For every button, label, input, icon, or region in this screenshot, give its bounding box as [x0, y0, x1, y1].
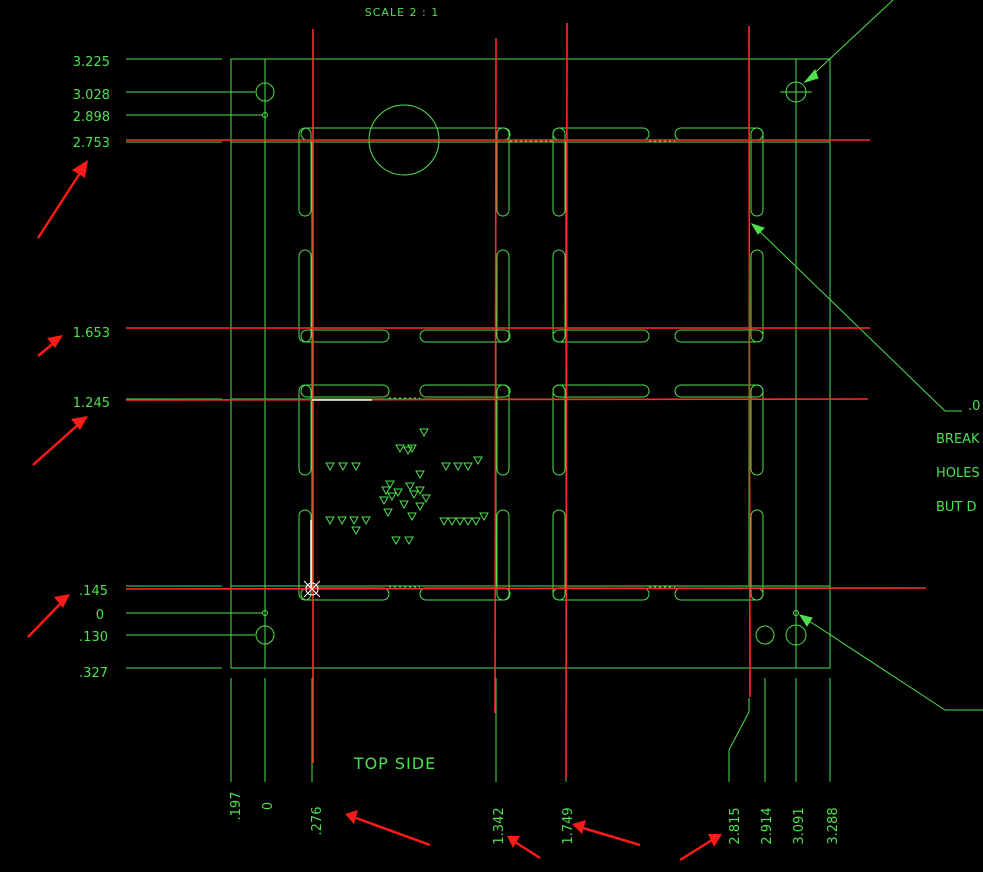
- marker-triangle: [361, 516, 371, 526]
- view-label: TOP SIDE: [353, 754, 436, 773]
- x-dim-label: 2.914: [760, 807, 775, 844]
- note-line: HOLES: [936, 466, 980, 481]
- y-dim-label: .130: [79, 630, 108, 645]
- panel-geometry: [126, 0, 983, 782]
- marker-triangle: [407, 512, 417, 522]
- marker-triangle: [415, 486, 425, 496]
- annotation-arrows: [27, 160, 722, 862]
- y-dim-label: 2.753: [73, 136, 110, 151]
- marker-triangle: [403, 446, 413, 456]
- marker-triangle: [349, 516, 359, 526]
- marker-triangle: [395, 444, 405, 454]
- marker-triangle: [455, 517, 465, 527]
- note-line: BREAK: [936, 432, 980, 447]
- marker-triangle: [387, 492, 397, 502]
- marker-triangle: [385, 480, 395, 490]
- y-dim-label: 3.028: [73, 88, 110, 103]
- note-line: .0: [968, 399, 980, 414]
- marker-triangle: [463, 462, 473, 472]
- y-dim-label: 1.245: [73, 396, 110, 411]
- marker-triangle: [379, 496, 389, 506]
- component-markers: [325, 428, 489, 546]
- marker-triangle: [463, 517, 473, 527]
- y-dim-label: 1.653: [73, 326, 110, 341]
- marker-triangle: [415, 470, 425, 480]
- marker-triangle: [473, 456, 483, 466]
- marker-triangle: [325, 462, 335, 472]
- marker-triangle: [421, 494, 431, 504]
- y-dim-label: 2.898: [73, 110, 110, 125]
- x-dim-label: 0: [261, 802, 276, 810]
- y-dim-label: .145: [79, 584, 108, 599]
- y-dim-label: .327: [79, 666, 108, 681]
- marker-triangle: [325, 516, 335, 526]
- marker-triangle: [439, 517, 449, 527]
- marker-triangle: [399, 500, 409, 510]
- x-dim-label: 3.091: [792, 807, 807, 844]
- highlight-lines: [125, 22, 927, 779]
- y-dim-label: 3.225: [73, 55, 110, 70]
- marker-triangle: [447, 517, 457, 527]
- marker-triangle: [405, 482, 415, 492]
- marker-triangle: [337, 516, 347, 526]
- marker-triangle: [383, 508, 393, 518]
- marker-triangle: [351, 462, 361, 472]
- marker-triangle: [409, 490, 419, 500]
- x-dim-label: 2.815: [728, 807, 743, 844]
- marker-triangle: [338, 462, 348, 472]
- x-dim-label: 1.749: [561, 807, 576, 844]
- scale-label: SCALE 2 : 1: [365, 6, 439, 19]
- marker-triangle: [441, 462, 451, 472]
- x-dim-label: 1.342: [492, 807, 507, 844]
- marker-triangle: [351, 526, 361, 536]
- marker-triangle: [471, 517, 481, 527]
- x-dim-label: .276: [310, 807, 325, 836]
- marker-triangle: [404, 536, 414, 546]
- y-dim-label: 0: [96, 608, 104, 623]
- x-dim-label: .197: [229, 792, 244, 821]
- marker-triangle: [419, 428, 429, 438]
- marker-triangle: [381, 486, 391, 496]
- marker-triangle: [393, 488, 403, 498]
- marker-triangle: [415, 502, 425, 512]
- board-outline: [230, 58, 831, 669]
- marker-triangle: [479, 512, 489, 522]
- marker-triangle: [453, 462, 463, 472]
- selection-cursor[interactable]: [303, 399, 372, 598]
- x-dim-label: 3.288: [826, 807, 841, 844]
- marker-triangle: [391, 536, 401, 546]
- marker-triangle: [407, 444, 417, 454]
- note-line: BUT D: [936, 500, 977, 515]
